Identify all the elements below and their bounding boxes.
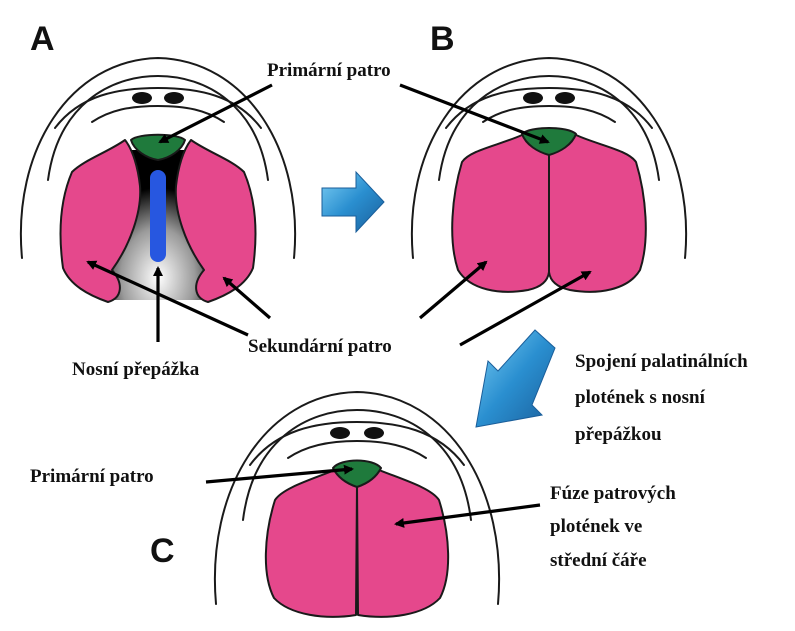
nostril-icons-b [523, 92, 575, 104]
process-arrow-a-to-b [322, 172, 384, 232]
leader-sekundarni-to-b-left [420, 262, 486, 318]
label-fuze-line-3: střední čáře [550, 550, 647, 571]
panel-a: A [21, 20, 295, 302]
label-fuze-line-2: plotének ve [550, 516, 642, 537]
label-spojeni: Spojení palatinálních plotének s nosní p… [575, 351, 748, 445]
palatal-shelf-left-c [266, 470, 357, 617]
panel-label-b: B [430, 20, 455, 58]
panel-c: C [150, 392, 499, 617]
leader-sekundarni-to-a-right [224, 278, 270, 318]
palatal-shelf-right-c [357, 470, 448, 617]
nasal-septum [150, 170, 166, 262]
label-spojeni-line-1: Spojení palatinálních [575, 351, 748, 372]
label-fuze: Fúze patrových plotének ve střední čáře [550, 483, 676, 571]
label-fuze-line-1: Fúze patrových [550, 483, 676, 504]
panel-b: B [412, 20, 686, 292]
label-spojeni-line-3: přepážkou [575, 424, 662, 445]
label-primarni-patro-top: Primární patro [267, 60, 391, 81]
label-sekundarni-patro: Sekundární patro [248, 336, 392, 357]
label-primarni-patro-c: Primární patro [30, 466, 154, 487]
panel-label-c: C [150, 532, 175, 570]
leader-primarni-to-b [400, 85, 548, 142]
label-nosni-prepazka: Nosní přepážka [72, 359, 200, 380]
palatal-shelf-left-b [452, 135, 549, 292]
palatal-shelf-right-b [549, 135, 646, 292]
nostril-icons-a [132, 92, 184, 104]
process-arrow-b-to-c [476, 330, 555, 427]
label-spojeni-line-2: plotének s nosní [575, 387, 706, 408]
nostril-icons-c [330, 427, 384, 439]
panel-label-a: A [30, 20, 55, 58]
